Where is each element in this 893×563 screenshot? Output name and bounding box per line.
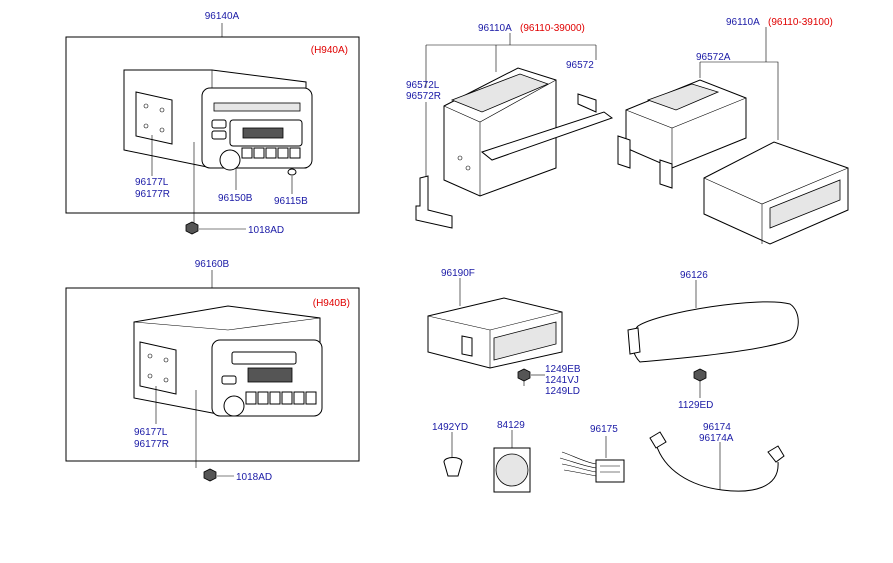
radio-a-cd-slot — [213, 102, 301, 112]
radio-a-frame — [65, 36, 360, 214]
label-changer-b-assy: 96110A — [726, 17, 760, 28]
amplifier-screw — [517, 368, 545, 386]
changer-b-group: 96110A (96110-39100) 96572A — [617, 17, 849, 245]
label-antenna-amp-screw: 1129ED — [678, 400, 713, 411]
plug-group: 84129 — [493, 420, 531, 493]
label-radio-b-assy: 96160B — [195, 259, 230, 270]
radio-b-knob — [223, 395, 245, 417]
antenna-amp-body — [631, 301, 799, 363]
radio-a-side-bracket — [135, 91, 173, 145]
harness-wires — [559, 451, 597, 477]
radio-a-display — [242, 127, 284, 139]
label-radio-a-model: (H940A) — [311, 45, 348, 56]
label-clip: 1492YD — [432, 422, 468, 433]
label-radio-b-model: (H940B) — [313, 298, 350, 309]
label-changer-a-bracket-r: 96572R — [406, 91, 441, 102]
harness-connector — [595, 459, 625, 483]
changer-b-housing — [703, 141, 849, 245]
label-amp-screw-3: 1249LD — [545, 386, 580, 397]
radio-b-frame — [65, 287, 360, 462]
amplifier-connector — [493, 321, 557, 361]
radio-a-preset-buttons — [241, 147, 301, 159]
label-radio-a-bracket-r: 96177R — [135, 189, 170, 200]
label-changer-b-bracket: 96572A — [696, 52, 731, 63]
label-cable-2: 96174A — [699, 433, 734, 444]
label-changer-a-code: (96110-39000) — [520, 23, 585, 34]
label-antenna-amp: 96126 — [680, 270, 708, 281]
radio-b-group: 96160B (H940B) 96177L 96177R 1018AD — [65, 259, 360, 483]
label-amp-screw-1: 1249EB — [545, 364, 581, 375]
label-radio-b-bracket-r: 96177R — [134, 439, 169, 450]
changer-a-rail — [480, 111, 614, 161]
label-amp-screw-2: 1241VJ — [545, 375, 579, 386]
amplifier-group: 96190F 1249EB 1241VJ 1249LD — [427, 268, 581, 397]
label-cable-1: 96174 — [703, 422, 731, 433]
label-harness: 96175 — [590, 424, 618, 435]
antenna-amp-group: 96126 1129ED — [627, 270, 799, 411]
label-radio-b-screw: 1018AD — [236, 472, 272, 483]
label-radio-a-bracket-l: 96177L — [135, 177, 169, 188]
antenna-amp-screw — [693, 368, 707, 398]
plug-part — [495, 453, 529, 487]
radio-b-display — [247, 367, 293, 383]
label-radio-a-knob: 96150B — [218, 193, 253, 204]
radio-a-group: 96140A (H940A) 96177L 96177R 96150B 9611… — [65, 11, 360, 236]
changer-b-magazine-slot — [769, 179, 841, 229]
label-changer-b-code: (96110-39100) — [768, 17, 833, 28]
label-changer-a-bracket: 96572 — [566, 60, 594, 71]
label-radio-a-button: 96115B — [274, 196, 308, 207]
cable-group: 96174 96174A — [649, 422, 785, 492]
label-radio-a-assy: 96140A — [205, 11, 240, 22]
label-changer-a-bracket-l: 96572L — [406, 80, 440, 91]
radio-b-side-bracket — [139, 341, 177, 395]
radio-b-preset-buttons — [245, 391, 317, 405]
radio-a-screw — [185, 221, 246, 235]
clip-group: 1492YD — [432, 422, 468, 477]
label-amp-assy: 96190F — [441, 268, 475, 279]
radio-a-knob — [219, 149, 241, 171]
label-radio-a-screw: 1018AD — [248, 225, 284, 236]
label-changer-a-assy: 96110A — [478, 23, 512, 34]
label-plug: 84129 — [497, 420, 525, 431]
clip-part — [443, 457, 463, 477]
cable-part — [655, 443, 779, 492]
label-radio-b-bracket-l: 96177L — [134, 427, 168, 438]
changer-a-group: 96110A (96110-39000) 96572L 96572R 96572 — [406, 23, 614, 229]
radio-b-screw — [203, 468, 234, 482]
harness-group: 96175 — [559, 424, 625, 483]
radio-a-button-part — [287, 168, 297, 176]
changer-a-l-bracket — [415, 175, 453, 229]
